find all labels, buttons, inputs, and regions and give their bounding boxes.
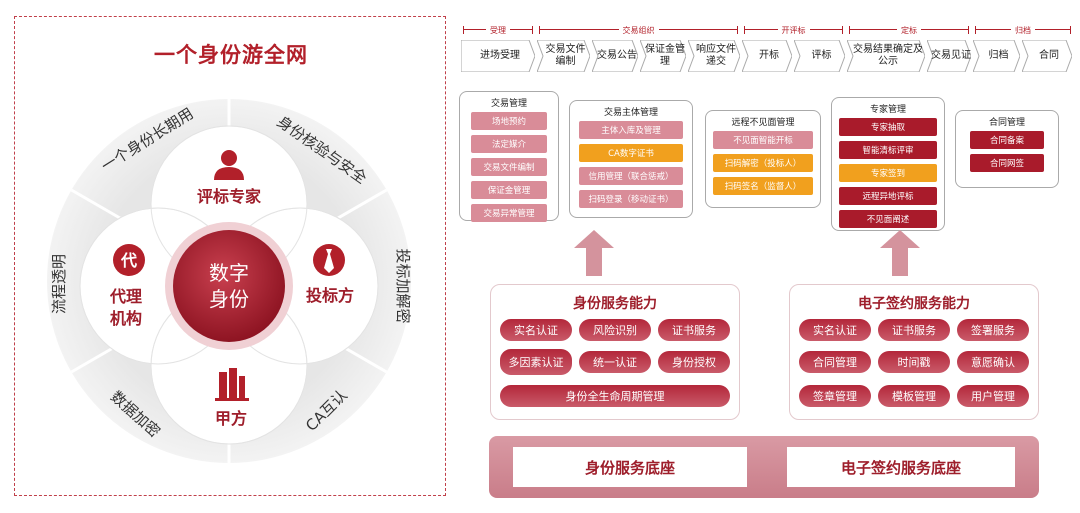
module-item[interactable]: 合同备案 bbox=[970, 131, 1044, 149]
ring-label-bid-encryption: 投标加解密 bbox=[394, 248, 412, 323]
module-contract-management: 合同管理 合同备案 合同网签 bbox=[955, 110, 1059, 188]
esign-capability-panel: 电子签约服务能力 实名认证 证书服务 签署服务 合同管理 时间戳 意愿确认 签章… bbox=[789, 284, 1039, 420]
petal-label-agency-2: 机构 bbox=[110, 309, 142, 328]
process-step[interactable]: 交易文件编制 bbox=[537, 40, 590, 72]
module-item[interactable]: 扫码解密（投标人） bbox=[713, 154, 813, 172]
core-circle bbox=[173, 230, 285, 342]
module-item[interactable]: 交易文件编制 bbox=[471, 158, 547, 176]
core-label-line2: 身份 bbox=[209, 287, 249, 311]
capability-chip[interactable]: 合同管理 bbox=[799, 351, 871, 373]
tie-icon bbox=[313, 244, 345, 276]
process-step[interactable]: 开标 bbox=[742, 40, 792, 72]
identity-foundation: 身份服务底座 bbox=[513, 447, 747, 487]
module-item[interactable]: 不见面智能开标 bbox=[713, 131, 813, 149]
process-step[interactable]: 交易结果确定及公示 bbox=[847, 40, 925, 72]
agency-icon-glyph: 代 bbox=[120, 251, 137, 270]
capability-chip[interactable]: 模板管理 bbox=[878, 385, 950, 407]
process-step[interactable]: 交易见证 bbox=[927, 40, 971, 72]
petal-label-agency-1: 代理 bbox=[109, 287, 142, 306]
phase-archive: 归档 bbox=[973, 23, 1073, 37]
process-step[interactable]: 进场受理 bbox=[461, 40, 535, 72]
panel-title: 一个身份游全网 bbox=[154, 43, 308, 67]
esign-foundation: 电子签约服务底座 bbox=[787, 447, 1015, 487]
arrow-up-icon bbox=[574, 230, 614, 276]
module-item[interactable]: 专家签到 bbox=[839, 164, 937, 182]
module-item[interactable]: 信用管理（联合惩戒） bbox=[579, 167, 683, 185]
module-expert-management: 专家管理 专家抽取 智能清标评审 专家签到 远程异地评标 不见面阐述 bbox=[831, 97, 945, 231]
capability-chip[interactable]: 证书服务 bbox=[878, 319, 950, 341]
process-step[interactable]: 保证金管理 bbox=[640, 40, 686, 72]
phase-organize: 交易组织 bbox=[537, 23, 740, 37]
capability-chip[interactable]: 实名认证 bbox=[799, 319, 871, 341]
capability-chip[interactable]: 签署服务 bbox=[957, 319, 1029, 341]
person-icon bbox=[214, 150, 244, 180]
module-remote-management: 远程不见面管理 不见面智能开标 扫码解密（投标人） 扫码签名（监督人） bbox=[705, 110, 821, 208]
capability-chip[interactable]: 统一认证 bbox=[579, 351, 651, 373]
petal-label-purchaser: 甲方 bbox=[215, 409, 247, 428]
capability-chip[interactable]: 签章管理 bbox=[799, 385, 871, 407]
module-item[interactable]: 扫码签名（监督人） bbox=[713, 177, 813, 195]
capability-chip[interactable]: 实名认证 bbox=[500, 319, 572, 341]
service-foundation: 身份服务底座 电子签约服务底座 bbox=[489, 436, 1039, 498]
capability-chip[interactable]: 多因素认证 bbox=[500, 349, 572, 375]
arrow-up-icon bbox=[880, 230, 920, 276]
capability-chip[interactable]: 用户管理 bbox=[957, 385, 1029, 407]
capability-chip[interactable]: 证书服务 bbox=[658, 319, 730, 341]
module-item[interactable]: 合同网签 bbox=[970, 154, 1044, 172]
module-item[interactable]: 不见面阐述 bbox=[839, 210, 937, 228]
capability-chip[interactable]: 风险识别 bbox=[579, 319, 651, 341]
esign-capability-title: 电子签约服务能力 bbox=[858, 296, 970, 312]
petal-label-expert: 评标专家 bbox=[197, 187, 262, 206]
identity-capability-title: 身份服务能力 bbox=[573, 296, 657, 312]
agency-icon bbox=[113, 244, 145, 276]
phase-award: 定标 bbox=[847, 23, 971, 37]
identity-wheel: 一个身份长期用 身份核验与安全 投标加解密 CA互认 数据加密 流程透明 数字 … bbox=[47, 99, 412, 463]
process-step[interactable]: 合同 bbox=[1022, 40, 1072, 72]
capability-chip[interactable]: 时间戳 bbox=[878, 351, 950, 373]
module-item[interactable]: 保证金管理 bbox=[471, 181, 547, 199]
petal-label-bidder: 投标方 bbox=[306, 286, 354, 305]
identity-capability-panel: 身份服务能力 实名认证 风险识别 证书服务 多因素认证 统一认证 身份授权 身份… bbox=[490, 284, 740, 420]
module-item[interactable]: 扫码登录（移动证书） bbox=[579, 190, 683, 208]
capability-chip[interactable]: 身份全生命周期管理 bbox=[500, 385, 730, 407]
capability-chip[interactable]: 身份授权 bbox=[658, 351, 730, 373]
process-step[interactable]: 归档 bbox=[973, 40, 1020, 72]
module-item[interactable]: 远程异地评标 bbox=[839, 187, 937, 205]
building-icon bbox=[215, 368, 249, 401]
process-step[interactable]: 交易公告 bbox=[592, 40, 638, 72]
module-item[interactable]: CA数字证书 bbox=[579, 144, 683, 162]
module-item[interactable]: 智能清标评审 bbox=[839, 141, 937, 159]
ring-label-transparent: 流程透明 bbox=[50, 254, 68, 314]
process-step[interactable]: 响应文件递交 bbox=[688, 40, 740, 72]
phase-intake: 受理 bbox=[461, 23, 535, 37]
module-item[interactable]: 专家抽取 bbox=[839, 118, 937, 136]
module-subject-management: 交易主体管理 主体入库及管理 CA数字证书 信用管理（联合惩戒） 扫码登录（移动… bbox=[569, 100, 693, 218]
core-label-line1: 数字 bbox=[209, 261, 249, 285]
identity-panel: 一个身份游全网 bbox=[14, 16, 446, 496]
module-item[interactable]: 法定媒介 bbox=[471, 135, 547, 153]
module-item[interactable]: 场地预约 bbox=[471, 112, 547, 130]
capability-chip[interactable]: 意愿确认 bbox=[957, 351, 1029, 373]
phase-opening-evaluation: 开评标 bbox=[742, 23, 845, 37]
module-item[interactable]: 主体入库及管理 bbox=[579, 121, 683, 139]
module-transaction-management: 交易管理 场地预约 法定媒介 交易文件编制 保证金管理 交易异常管理 bbox=[459, 91, 559, 222]
process-step[interactable]: 评标 bbox=[794, 40, 845, 72]
module-item[interactable]: 交易异常管理 bbox=[471, 204, 547, 222]
